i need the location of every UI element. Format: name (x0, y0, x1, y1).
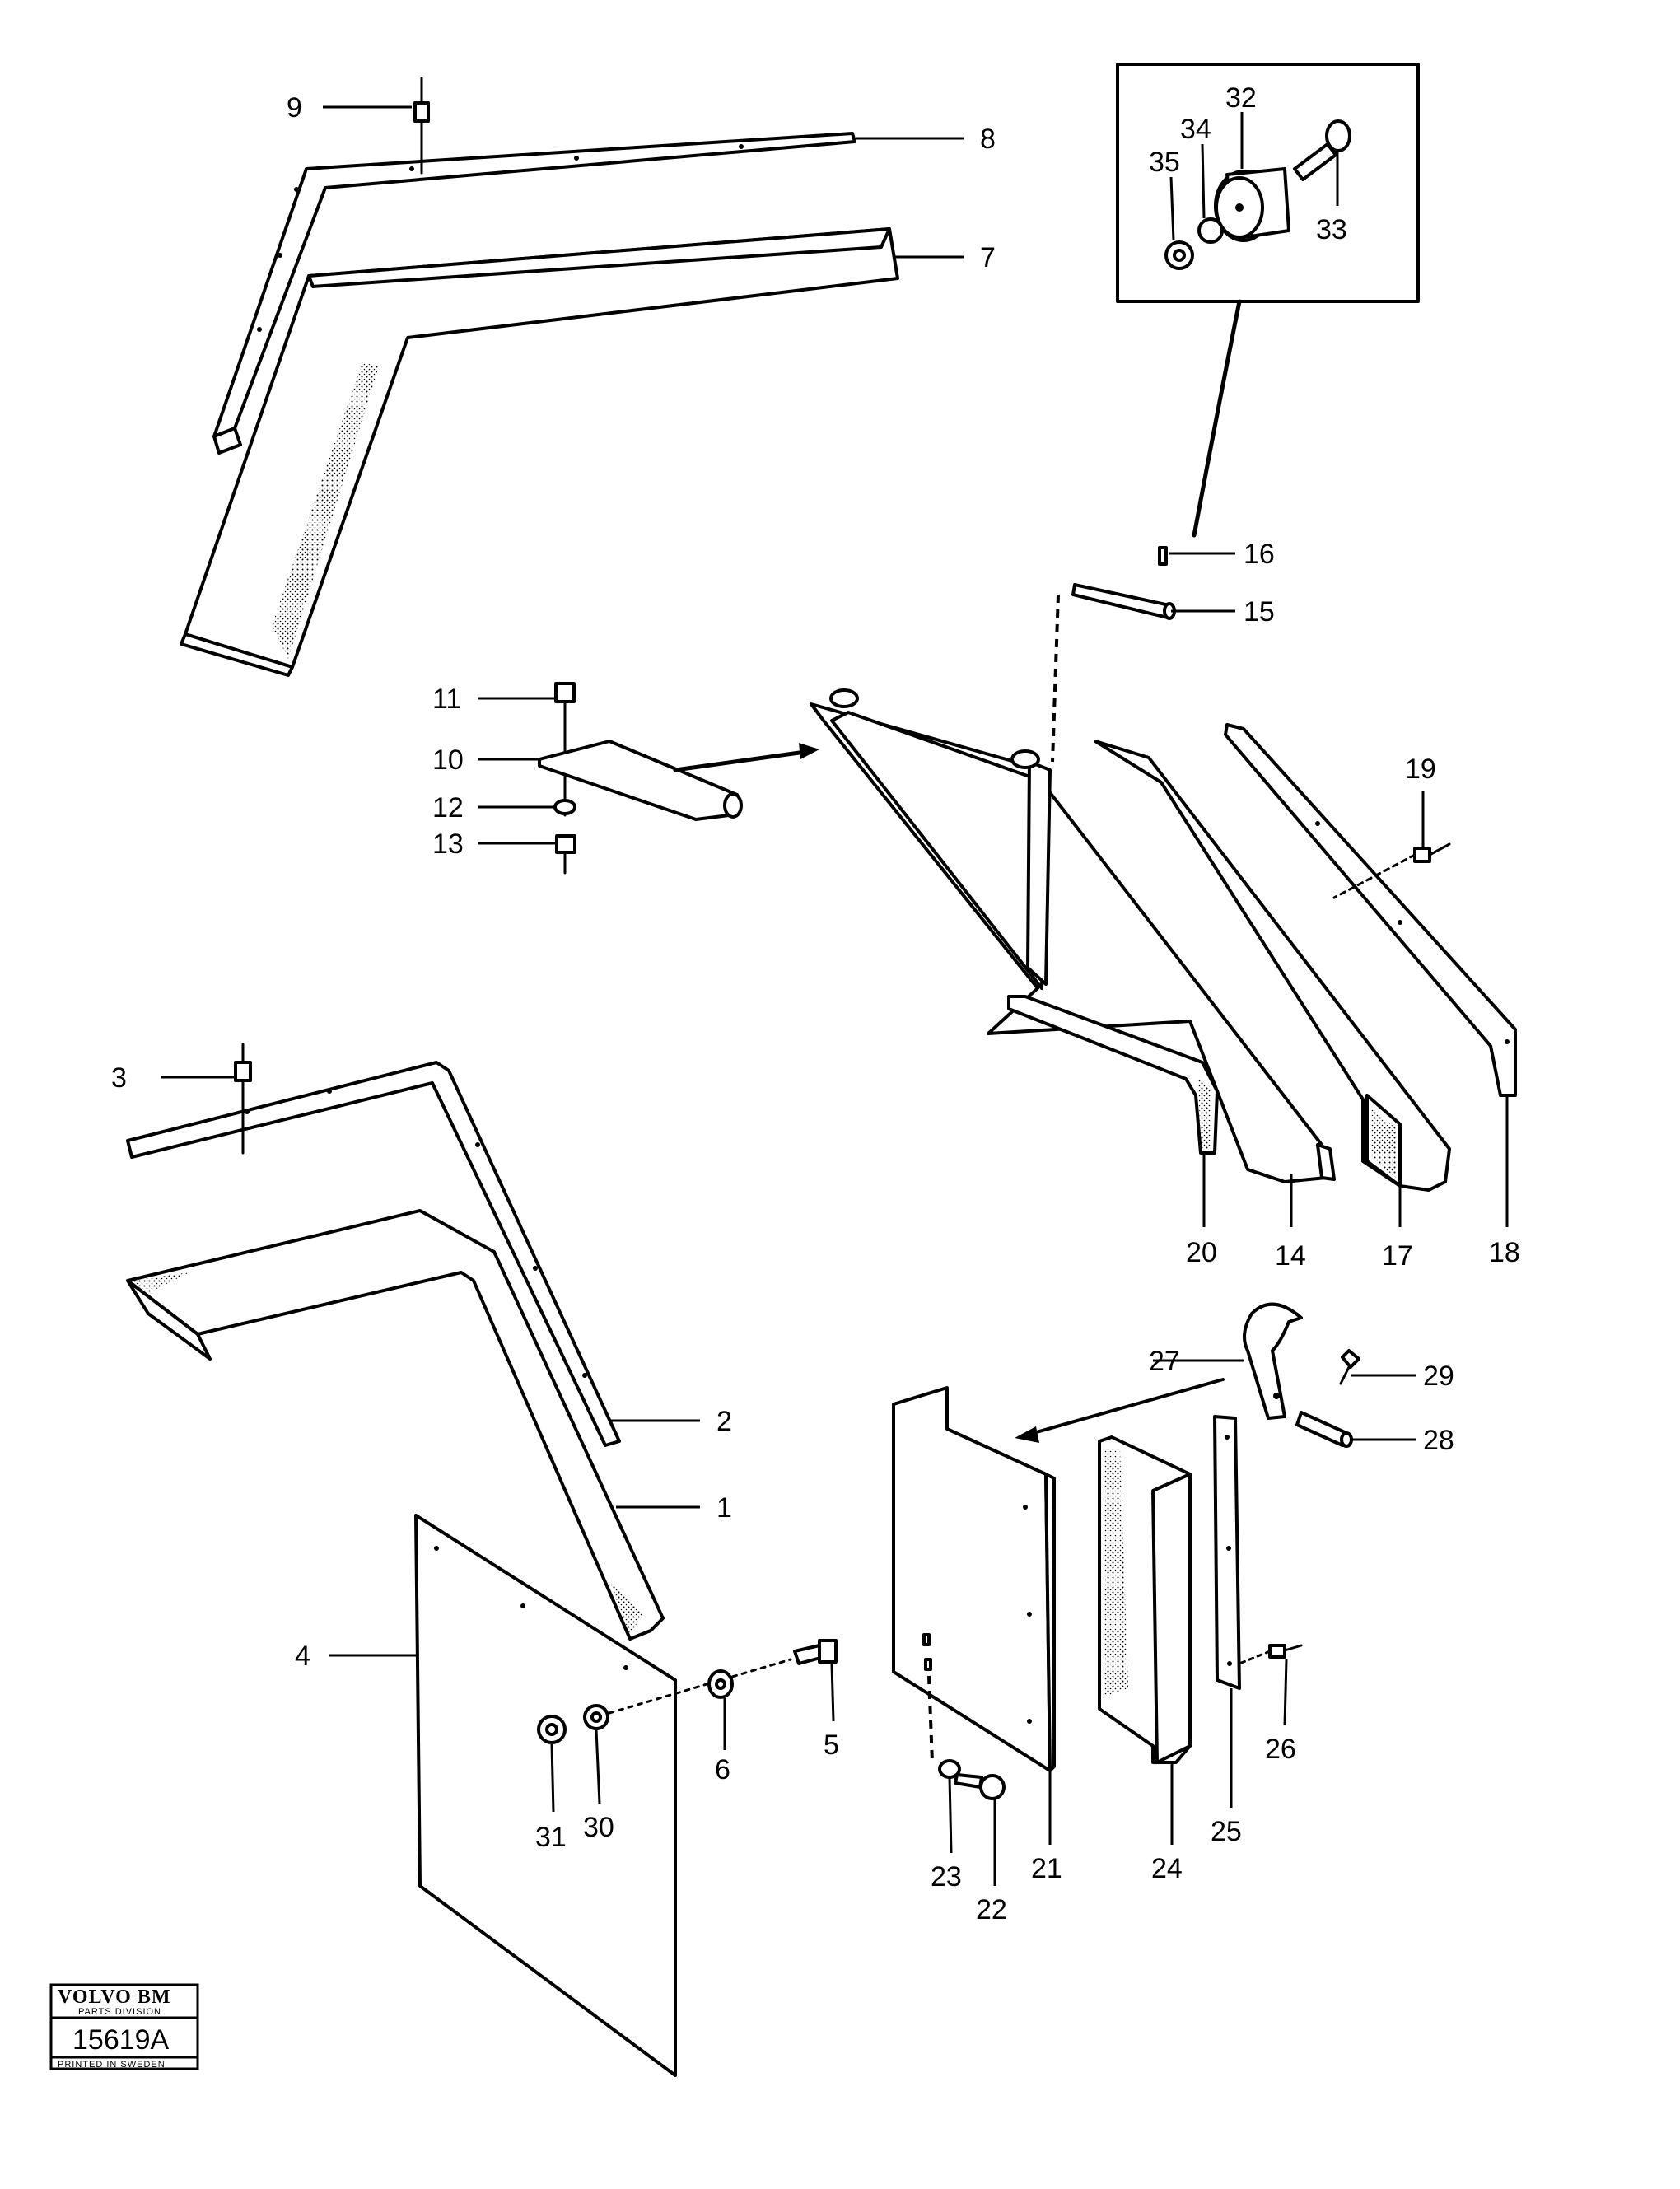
label-7: 7 (980, 242, 996, 273)
label-34: 34 (1180, 114, 1211, 145)
label-32: 32 (1225, 82, 1257, 114)
part-17-channel (1094, 740, 1451, 1192)
label-24: 24 (1151, 1853, 1183, 1884)
label-10: 10 (432, 744, 464, 776)
part-4-mud-flap (414, 1514, 677, 2077)
label-16: 16 (1244, 539, 1275, 570)
label-9: 9 (287, 92, 302, 124)
part-35-nut (1164, 240, 1194, 270)
label-8: 8 (980, 124, 996, 155)
part-10-hinge-plate (538, 740, 743, 821)
part-22-bolt (954, 1773, 1006, 1800)
label-18: 18 (1489, 1237, 1520, 1268)
arrow-27-to-21 (1015, 1378, 1225, 1443)
label-14: 14 (1275, 1240, 1306, 1272)
label-29: 29 (1423, 1361, 1454, 1392)
part-31-nut (537, 1715, 567, 1744)
part-20-lower-rail (1007, 995, 1219, 1155)
part-5-bolt (793, 1639, 838, 1665)
part-30-washer (583, 1704, 609, 1730)
label-33: 33 (1316, 214, 1347, 245)
part-7-fender-channel (180, 227, 899, 677)
label-3: 3 (111, 1062, 127, 1094)
label-1: 1 (716, 1492, 732, 1524)
label-21: 21 (1031, 1853, 1062, 1884)
leader-lines (161, 105, 1509, 1886)
label-20: 20 (1186, 1237, 1217, 1268)
part-25-strip (1213, 1415, 1241, 1690)
part-14-side-frame (810, 688, 1336, 1183)
label-30: 30 (583, 1812, 614, 1843)
part-13-nut (555, 834, 576, 875)
part-26-rivet (1238, 1644, 1303, 1665)
part-32-rubber-buffer (1214, 167, 1290, 242)
label-17: 17 (1382, 1240, 1413, 1272)
label-12: 12 (432, 792, 464, 824)
stamp-brand: VOLVO BM (58, 1986, 171, 2008)
part-27-latch (1243, 1302, 1303, 1420)
part-9-rivet (413, 77, 430, 175)
label-25: 25 (1211, 1816, 1242, 1847)
label-26: 26 (1265, 1734, 1296, 1765)
arrow-10-to-frame (673, 743, 819, 772)
label-22: 22 (976, 1894, 1007, 1925)
part-18-strip (1224, 723, 1517, 1097)
part-12-washer (553, 799, 576, 815)
part-24-channel (1098, 1435, 1192, 1764)
stamp-printed: PRINTED IN SWEDEN (58, 2060, 166, 2070)
inset-box (1116, 63, 1420, 538)
label-11: 11 (432, 684, 461, 715)
part-21-cover-plate (892, 1386, 1056, 1772)
label-2: 2 (716, 1406, 732, 1437)
label-15: 15 (1244, 596, 1275, 628)
part-3-rivet (234, 1043, 252, 1155)
part-28-pin (1295, 1411, 1353, 1448)
part-8-bracket-strip (212, 132, 856, 455)
part-15-pin (1071, 583, 1176, 620)
dashed-guide-5 (608, 1658, 792, 1715)
label-5: 5 (824, 1729, 839, 1761)
volvo-bm-stamp: VOLVO BM PARTS DIVISION 15619A PRINTED I… (49, 1983, 199, 2070)
stamp-code: 15619A (72, 2024, 170, 2056)
label-23: 23 (931, 1861, 962, 1893)
label-6: 6 (715, 1754, 730, 1785)
part-1-fender-channel (126, 1209, 665, 1641)
part-34-washer (1197, 217, 1224, 244)
part-6-washer (707, 1669, 734, 1699)
label-19: 19 (1405, 754, 1436, 785)
label-35: 35 (1149, 147, 1180, 178)
label-27: 27 (1149, 1346, 1180, 1377)
callout-labels: 9 8 7 32 34 35 33 16 15 11 10 12 13 19 2… (111, 82, 1520, 1925)
stamp-division: PARTS DIVISION (78, 2007, 161, 2017)
label-4: 4 (295, 1641, 310, 1672)
part-29-cotter (1339, 1349, 1360, 1385)
part-2-angle-strip (126, 1061, 621, 1447)
label-31: 31 (535, 1822, 567, 1853)
label-28: 28 (1423, 1425, 1454, 1456)
dashed-guide-15 (1051, 594, 1060, 763)
part-33-bolt (1293, 119, 1351, 181)
label-13: 13 (432, 828, 464, 860)
part-16-cotter (1158, 546, 1168, 566)
